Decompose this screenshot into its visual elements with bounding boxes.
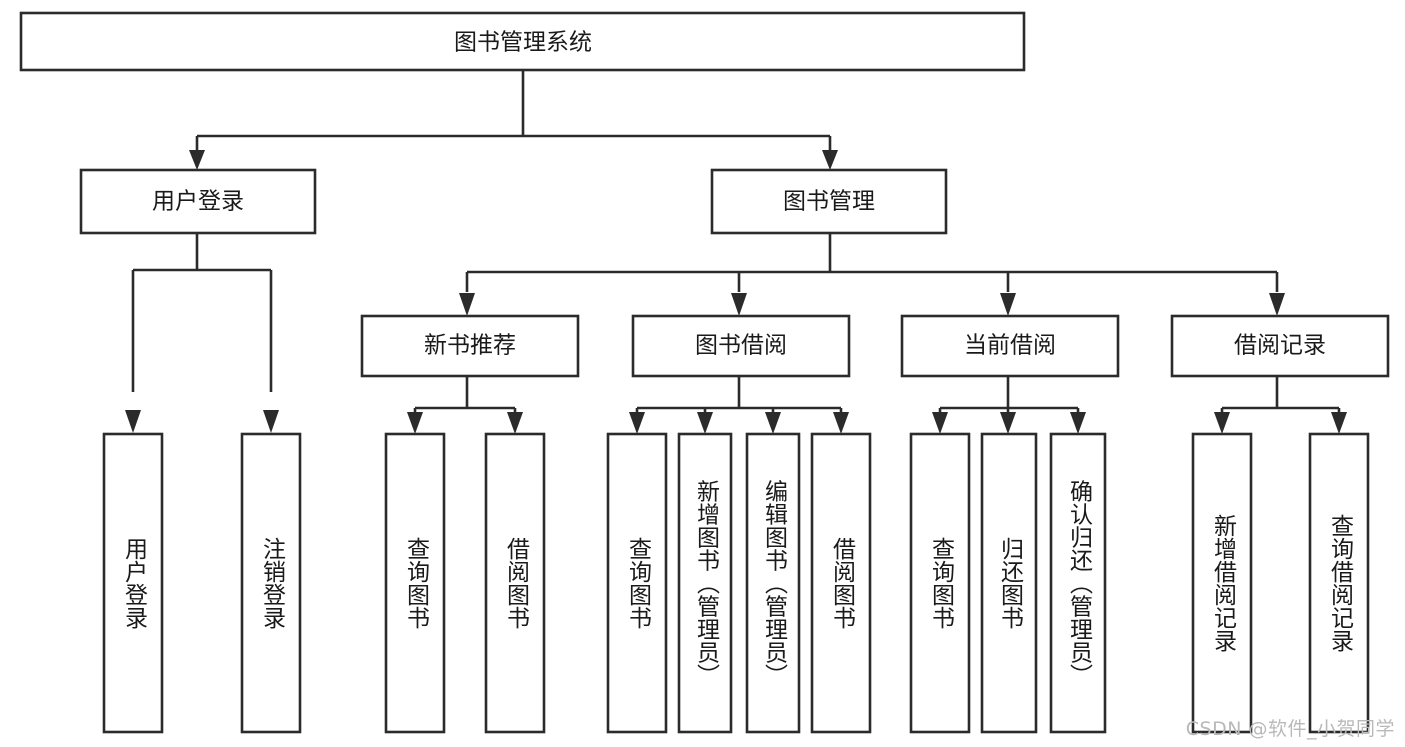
node-borrow-record-box[interactable] [1170, 314, 1390, 378]
leaf-node-borrow-book[interactable]: 借阅图书 [810, 432, 872, 734]
node-new-book-recommend-box[interactable] [360, 314, 580, 378]
arrowhead-leaf-add-book [697, 412, 713, 434]
arrowhead-book-mgmt [822, 150, 838, 170]
leaf-node-query-book-current[interactable]: 查询图书 [909, 432, 971, 734]
leaf-node-add-book-box[interactable] [677, 432, 733, 734]
leaf-node-confirm-return[interactable]: 确认归还（管理员） [1049, 432, 1107, 734]
leaf-node-confirm-return-box[interactable] [1049, 432, 1107, 734]
node-current-borrow-label: 当前借阅 [964, 333, 1056, 359]
node-current-borrow-box[interactable] [900, 314, 1120, 378]
node-book-borrow[interactable]: 图书借阅 [631, 314, 851, 378]
leaf-node-query-book-current-label: 查询图书 [928, 537, 956, 629]
arrowhead-user-login [189, 150, 205, 170]
connector-group-borrow-record-to-leaves [1214, 376, 1347, 434]
node-new-book-recommend[interactable]: 新书推荐 [360, 314, 580, 378]
leaf-node-query-book-recommend-box[interactable] [384, 432, 446, 734]
arrowhead-leaf-query-book-c [932, 412, 948, 434]
leaf-node-query-book-borrow-label: 查询图书 [625, 537, 653, 629]
leaf-node-query-book-recommend[interactable]: 查询图书 [384, 432, 446, 734]
connector-group-book-borrow-to-leaves [629, 376, 849, 434]
leaf-node-logout-box[interactable] [240, 432, 302, 734]
leaf-node-add-borrow-record-box[interactable] [1191, 432, 1253, 734]
arrowhead-new-book-recommend [459, 293, 475, 316]
arrowhead-leaf-query-record [1331, 412, 1347, 434]
leaf-node-return-book-box[interactable] [980, 432, 1038, 734]
leaf-node-query-book-borrow-box[interactable] [606, 432, 668, 734]
leaf-node-logout[interactable]: 注销登录 [240, 432, 302, 734]
leaf-node-add-borrow-record[interactable]: 新增借阅记录 [1191, 432, 1253, 734]
leaf-node-return-book[interactable]: 归还图书 [980, 432, 1038, 734]
leaf-node-query-borrow-record-label: 查询借阅记录 [1327, 514, 1355, 652]
node-root-box[interactable] [19, 11, 1026, 72]
leaf-node-edit-book-label: 编辑图书（管理员） [761, 480, 789, 687]
leaf-node-add-borrow-record-label: 新增借阅记录 [1210, 514, 1238, 652]
node-current-borrow[interactable]: 当前借阅 [900, 314, 1120, 378]
connector-group-current-borrow-to-leaves [932, 376, 1086, 434]
arrowhead-leaf-borrow-book-b [833, 412, 849, 434]
arrowhead-leaf-query-book-b [629, 412, 645, 434]
arrowhead-leaf-edit-book [765, 412, 781, 434]
leaf-node-confirm-return-label: 确认归还（管理员） [1066, 480, 1094, 687]
leaf-node-borrow-book-recommend-box[interactable] [484, 432, 546, 734]
node-borrow-record-label: 借阅记录 [1234, 333, 1326, 359]
leaf-node-edit-book-box[interactable] [745, 432, 801, 734]
arrowhead-leaf-confirm-return [1070, 412, 1086, 434]
node-user-login-label: 用户登录 [152, 189, 244, 215]
node-book-borrow-box[interactable] [631, 314, 851, 378]
node-book-management[interactable]: 图书管理 [710, 168, 948, 235]
arrowhead-leaf-borrow-book-a [507, 412, 523, 434]
arrowhead-borrow-record [1269, 293, 1285, 316]
node-borrow-record[interactable]: 借阅记录 [1170, 314, 1390, 378]
leaf-node-user-login-label: 用户登录 [121, 537, 149, 629]
connector-group-new-book-to-leaves [407, 376, 523, 434]
leaf-node-add-book[interactable]: 新增图书（管理员） [677, 432, 733, 734]
leaf-node-borrow-book-box[interactable] [810, 432, 872, 734]
connector-group-user-login-to-leaves [125, 233, 279, 433]
leaf-node-logout-label: 注销登录 [259, 537, 287, 629]
leaf-node-borrow-book-recommend-label: 借阅图书 [503, 537, 531, 629]
arrowhead-leaf-logout [263, 410, 279, 433]
leaf-node-query-book-borrow[interactable]: 查询图书 [606, 432, 668, 734]
arrowhead-leaf-return-book [1000, 412, 1016, 434]
node-user-login[interactable]: 用户登录 [79, 168, 317, 235]
arrowhead-current-borrow [1000, 293, 1016, 316]
connector-group-book-mgmt-to-level3 [459, 233, 1285, 316]
arrowhead-leaf-query-book-a [407, 412, 423, 434]
arrowhead-leaf-user-login [125, 410, 141, 433]
node-book-management-box[interactable] [710, 168, 948, 235]
leaf-node-edit-book[interactable]: 编辑图书（管理员） [745, 432, 801, 734]
node-root[interactable]: 图书管理系统 [19, 11, 1026, 72]
leaf-node-return-book-label: 归还图书 [997, 537, 1025, 629]
node-root-label: 图书管理系统 [454, 30, 592, 56]
arrowhead-leaf-add-record [1214, 412, 1230, 434]
leaf-node-add-book-label: 新增图书（管理员） [693, 480, 721, 687]
leaf-node-query-borrow-record[interactable]: 查询借阅记录 [1308, 432, 1370, 734]
leaf-node-user-login-box[interactable] [102, 432, 164, 734]
connector-group-root-to-level2 [189, 70, 838, 170]
node-book-management-label: 图书管理 [783, 189, 875, 215]
leaf-node-borrow-book-recommend[interactable]: 借阅图书 [484, 432, 546, 734]
node-user-login-box[interactable] [79, 168, 317, 235]
node-book-borrow-label: 图书借阅 [695, 333, 787, 359]
leaf-node-query-borrow-record-box[interactable] [1308, 432, 1370, 734]
leaf-node-query-book-current-box[interactable] [909, 432, 971, 734]
node-new-book-recommend-label: 新书推荐 [424, 333, 516, 359]
leaf-node-user-login[interactable]: 用户登录 [102, 432, 164, 734]
leaf-node-query-book-recommend-label: 查询图书 [403, 537, 431, 629]
arrowhead-book-borrow [731, 293, 747, 316]
leaf-node-borrow-book-label: 借阅图书 [829, 537, 857, 629]
